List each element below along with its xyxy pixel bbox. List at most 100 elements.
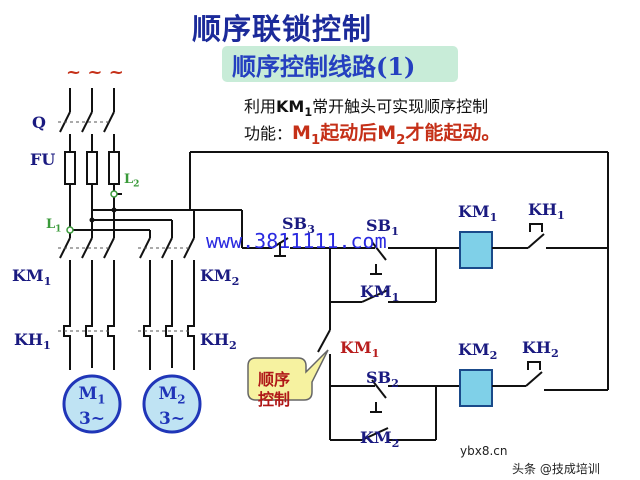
desc-m1: M: [292, 122, 311, 144]
phase-symbols: ~ ~ ~: [66, 62, 124, 83]
label-text: KM: [360, 282, 392, 301]
desc-text: 功能：: [244, 124, 293, 143]
label-text: KM: [200, 266, 232, 285]
label-text: KM: [360, 428, 392, 447]
desc-text: 常开触头可实现顺序控制: [312, 97, 489, 116]
motor-m2: [142, 374, 202, 434]
label-l2: L2: [124, 172, 139, 190]
label-fu: FU: [30, 150, 56, 169]
motor-sub: 1: [97, 392, 106, 407]
label-text: KM: [12, 266, 44, 285]
desc-m1-sub: 1: [310, 132, 321, 148]
fuse: [86, 151, 98, 185]
label-sub: 3: [307, 222, 315, 237]
label-km1-coil: KM1: [458, 202, 497, 224]
fuse: [64, 151, 76, 185]
label-text: KH: [14, 330, 44, 349]
desc-km-sub: 1: [304, 106, 313, 120]
desc-mid: 起动后: [320, 122, 378, 144]
label-sub: 1: [557, 208, 565, 223]
label-q: Q: [32, 113, 46, 132]
label-sub: 1: [391, 224, 399, 239]
description-line-1: 利用KM1常开触头可实现顺序控制: [244, 93, 488, 119]
label-text: KH: [522, 338, 552, 357]
km1-main-contact: [81, 237, 93, 259]
label-kh1-nc: KH1: [528, 200, 565, 222]
sb1-button: [370, 264, 382, 275]
label-text: SB: [366, 368, 392, 387]
label-text: KM: [458, 202, 490, 221]
motor-m1-phase: 3~: [78, 409, 106, 430]
label-km1-interlock: KM1: [340, 338, 379, 360]
label-text: SB: [366, 216, 392, 235]
km2-coil: [459, 369, 493, 407]
label-kh2-main: KH2: [200, 330, 237, 352]
motor-name: M: [78, 384, 98, 404]
label-sub: 2: [229, 338, 237, 353]
desc-m2-sub: 2: [396, 132, 406, 148]
label-l1-text: L: [46, 217, 56, 232]
label-kh1-main: KH1: [14, 330, 51, 352]
callout-text: 顺序 控制: [258, 370, 290, 410]
label-sub: 1: [371, 346, 380, 361]
desc-suffix: 才能起动。: [405, 122, 501, 144]
label-l1-sub: 1: [55, 223, 62, 235]
sb3-button: [274, 242, 286, 257]
label-sub: 2: [551, 346, 559, 361]
callout-bubble: [247, 349, 329, 401]
callout-line-1: 顺序: [258, 370, 291, 389]
watermark-source: 头条 @技成培训: [512, 462, 600, 476]
label-sub: 2: [231, 274, 240, 289]
label-sb3: SB3: [282, 214, 315, 236]
label-km1-main: KM1: [12, 266, 51, 288]
motor-m2-name: M2: [154, 384, 190, 409]
description-line-2: 功能：M1起动后M2才能起动。: [244, 118, 500, 148]
label-sub: 1: [391, 290, 400, 305]
motor-name: M: [158, 384, 178, 404]
motor-m1-name: M1: [74, 384, 110, 409]
label-text: KH: [528, 200, 558, 219]
label-sub: 2: [391, 376, 399, 391]
label-sub: 2: [391, 436, 400, 451]
fuse: [108, 151, 120, 185]
label-l2-sub: 2: [133, 178, 140, 190]
label-text: KM: [458, 340, 490, 359]
l2-tap-point: [110, 190, 118, 198]
label-text: KM: [340, 338, 372, 357]
desc-km: KM: [276, 97, 305, 116]
label-km2-hold: KM2: [360, 428, 399, 450]
label-sub: 2: [489, 348, 498, 363]
sb2-button: [370, 402, 382, 413]
label-sb1: SB1: [366, 216, 399, 238]
label-l2-text: L: [124, 172, 134, 187]
label-km1-hold: KM1: [360, 282, 399, 304]
label-l1: L1: [46, 217, 61, 235]
desc-text: 利用: [244, 97, 277, 116]
motor-sub: 2: [177, 392, 186, 407]
label-kh2-nc: KH2: [522, 338, 559, 360]
label-km2-coil: KM2: [458, 340, 497, 362]
desc-m2: M: [377, 122, 397, 144]
km2-main-contact: [161, 237, 173, 259]
label-sub: 1: [489, 210, 498, 225]
l1-tap-point: [66, 226, 74, 234]
motor-m2-phase: 3~: [158, 409, 186, 430]
switch-q-blade: [81, 111, 93, 133]
label-sub: 1: [43, 274, 52, 289]
label-text: SB: [282, 214, 308, 233]
label-sb2: SB2: [366, 368, 399, 390]
motor-m1-label: M1 3~: [74, 384, 110, 429]
label-text: KH: [200, 330, 230, 349]
watermark-site: ybx8.cn: [460, 444, 508, 458]
watermark-url: www.3811111.com: [206, 229, 387, 253]
motor-m1: [62, 374, 122, 434]
page-subtitle: 顺序控制线路(1): [232, 52, 416, 81]
label-sub: 1: [43, 338, 51, 353]
motor-m2-label: M2 3~: [154, 384, 190, 429]
page-title: 顺序联锁控制: [192, 12, 373, 46]
label-km2-main: KM2: [200, 266, 239, 288]
callout-line-2: 控制: [258, 390, 291, 409]
subtitle-background: [222, 46, 458, 82]
km1-coil: [459, 231, 493, 269]
